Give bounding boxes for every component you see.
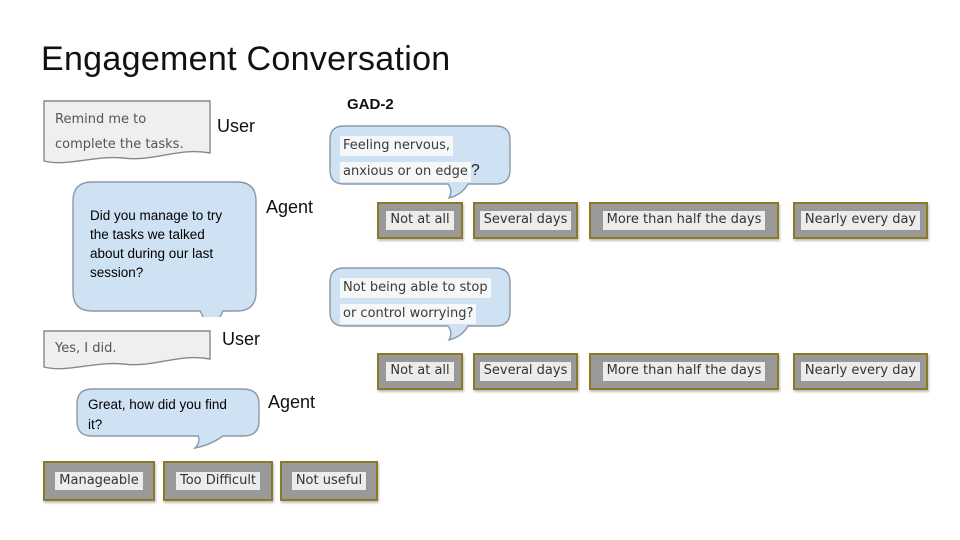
gad2-answer-nearly-every-day-row2[interactable]: Nearly every day	[793, 353, 928, 390]
bubble-text-line: it?	[88, 417, 103, 432]
bubble-text-line: Not being able to stop	[340, 278, 491, 298]
gad2-answer-several-days-row1[interactable]: Several days	[473, 202, 578, 239]
agent-bubble-2: Great, how did you find it?	[76, 388, 260, 450]
gad2-question-bubble-2: Not being able to stop or control worryi…	[329, 267, 511, 341]
user-bubble-1: Remind me to complete the tasks.	[43, 100, 211, 168]
bubble-text-line: Yes, I did.	[55, 341, 117, 356]
agent-bubble-2-shape	[76, 388, 260, 450]
speaker-label-user-1: User	[217, 116, 256, 136]
answer-button-label: More than half the days	[602, 211, 766, 230]
gad2-answer-nearly-every-day-row1[interactable]: Nearly every day	[793, 202, 928, 239]
option-button-label: Manageable	[55, 471, 143, 491]
bubble-text-line: the tasks we talked	[90, 227, 205, 242]
speaker-label-agent-1: Agent	[266, 197, 314, 217]
answer-button-label: Not at all	[386, 362, 454, 381]
answer-button-label: Nearly every day	[800, 362, 921, 381]
option-button-manageable[interactable]: Manageable	[43, 461, 155, 501]
bubble-text-suffix: ?	[470, 162, 480, 179]
option-button-too-difficult[interactable]: Too Difficult	[163, 461, 273, 501]
gad2-answer-more-than-half-row2[interactable]: More than half the days	[589, 353, 779, 390]
answer-button-label: Several days	[479, 211, 572, 230]
option-button-label: Too Difficult	[175, 471, 261, 491]
answer-button-label: Not at all	[386, 211, 454, 230]
gad2-answer-not-at-all-row1[interactable]: Not at all	[377, 202, 463, 239]
gad2-answer-several-days-row2[interactable]: Several days	[473, 353, 578, 390]
bubble-text-line: session?	[90, 265, 144, 280]
bubble-text-line: about during our last	[90, 246, 214, 261]
gad2-answer-not-at-all-row2[interactable]: Not at all	[377, 353, 463, 390]
bubble-text-line: or control worrying?	[340, 304, 477, 324]
option-button-not-useful[interactable]: Not useful	[280, 461, 378, 501]
option-button-label: Not useful	[291, 471, 367, 491]
bubble-text-line: Remind me to	[55, 112, 147, 127]
gad2-heading: GAD-2	[347, 96, 394, 113]
agent-bubble-1: Did you manage to try the tasks we talke…	[72, 181, 258, 317]
user-bubble-2: Yes, I did.	[43, 330, 211, 374]
user-bubble-2-shape	[43, 330, 211, 370]
user-bubble-1-shape	[43, 100, 211, 164]
bubble-text-line: Great, how did you find	[88, 397, 227, 412]
bubble-text-line: Feeling nervous,	[340, 136, 453, 156]
speaker-label-user-2: User	[222, 329, 261, 349]
answer-button-label: Nearly every day	[800, 211, 921, 230]
page-title: Engagement Conversation	[41, 40, 451, 78]
bubble-text-line: anxious or on edge	[340, 162, 471, 182]
bubble-text-line: Did you manage to try	[90, 208, 223, 223]
gad2-answer-more-than-half-row1[interactable]: More than half the days	[589, 202, 779, 239]
bubble-text-line: complete the tasks.	[55, 137, 184, 152]
answer-button-label: Several days	[479, 362, 572, 381]
agent-bubble-1-shape	[72, 181, 257, 317]
gad2-question-bubble-1: Feeling nervous, anxious or on edge?	[329, 125, 511, 199]
speaker-label-agent-2: Agent	[268, 392, 316, 412]
answer-button-label: More than half the days	[602, 362, 766, 381]
